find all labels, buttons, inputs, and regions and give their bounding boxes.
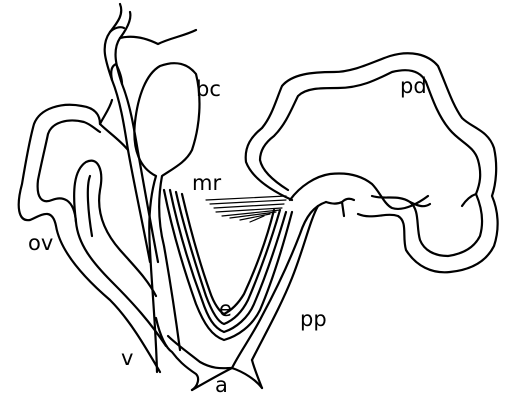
retractor-muscle-fibre-1 <box>206 196 286 200</box>
label-v: v <box>121 346 133 370</box>
upper-branch <box>120 30 196 44</box>
penis-proximal-top <box>290 173 428 208</box>
bursa-copulatrix-outline <box>134 63 199 372</box>
penis-proximal-notch <box>326 199 354 216</box>
label-bc: bc <box>196 77 221 101</box>
retractor-muscle-fibre-3 <box>214 204 284 208</box>
lower-v-right <box>232 202 326 368</box>
label-pp: pp <box>300 307 327 331</box>
retractor-muscle-fibre-2 <box>210 200 286 204</box>
label-mr: mr <box>192 171 221 195</box>
label-ov: ov <box>28 231 53 255</box>
upper-duct-right <box>116 12 158 262</box>
penis-distal-wiggle <box>410 194 476 206</box>
label-pd: pd <box>400 74 427 98</box>
penis-distal-inner <box>260 70 482 256</box>
oviduct-loop-inner <box>88 176 92 236</box>
label-a: a <box>215 373 228 397</box>
lower-v-left <box>168 336 232 368</box>
label-e: e <box>219 297 232 321</box>
